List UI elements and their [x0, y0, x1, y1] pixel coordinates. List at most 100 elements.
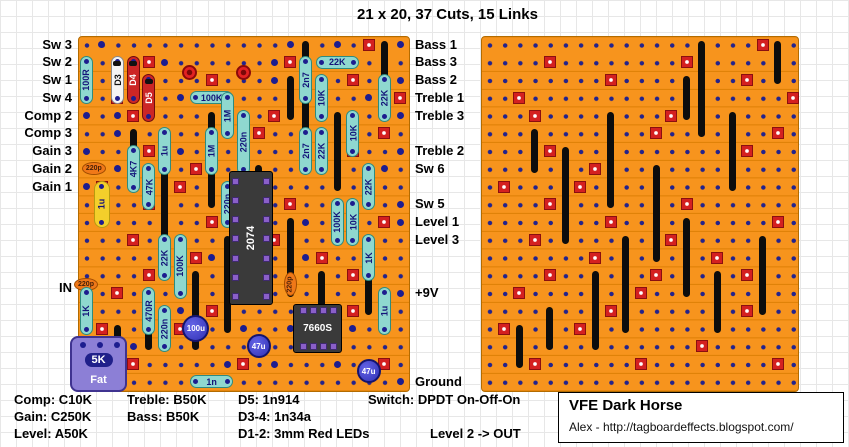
- track-cut: [142, 145, 155, 157]
- solder-pad: [396, 218, 404, 226]
- ic-pin: [329, 343, 337, 351]
- link-wire: [286, 76, 294, 120]
- diode-band: [144, 79, 153, 84]
- link-wire: [591, 271, 599, 351]
- track-cut: [127, 233, 140, 246]
- track-cut: [771, 127, 784, 140]
- component-label: 4K7: [128, 160, 139, 178]
- resistor-100K: 100K: [173, 233, 187, 299]
- track-cut: [574, 322, 587, 335]
- track-cut: [284, 198, 297, 211]
- solder-pad: [286, 41, 294, 48]
- ic-pin: [320, 306, 327, 314]
- component-label: D5: [143, 91, 154, 104]
- link-wire: [561, 147, 569, 244]
- ic-pin: [310, 306, 318, 314]
- legend-col1-line-2: Level: A50K: [14, 426, 88, 441]
- solder-pad: [396, 378, 404, 386]
- component-label: 22K: [328, 57, 346, 68]
- link-wire: [192, 271, 200, 351]
- link-wire: [380, 40, 388, 84]
- ic-pin: [300, 343, 308, 351]
- component-label: 10K: [347, 124, 358, 142]
- link-wire: [728, 111, 736, 191]
- component-label: 220p: [286, 276, 294, 293]
- link-wire: [683, 76, 691, 120]
- ic-pin: [231, 235, 239, 243]
- legend-col1-line-0: Comp: C10K: [14, 392, 93, 407]
- ic-pin: [231, 274, 239, 282]
- pot-lug: [80, 342, 86, 348]
- electrolytic-100u: 100u: [182, 315, 210, 342]
- component-label: 2n7: [300, 72, 311, 88]
- component-label: 22K: [316, 142, 327, 160]
- track-cut: [394, 91, 406, 104]
- row-label-gain-1: Gain 1: [32, 178, 72, 194]
- track-cut: [787, 91, 799, 104]
- track-cut: [284, 56, 297, 69]
- credit-box: VFE Dark Horse Alex - http://tagboardeff…: [558, 392, 844, 443]
- link-wire: [607, 111, 615, 209]
- component-label: 220n: [159, 318, 170, 339]
- track-cut: [604, 304, 617, 317]
- track-cut: [650, 127, 663, 140]
- solder-pad: [113, 129, 121, 137]
- diode-D3: D3: [110, 56, 124, 104]
- link-wire: [515, 324, 523, 368]
- solder-pad: [223, 360, 231, 368]
- track-cut: [741, 74, 754, 86]
- resistor-22K: 22K: [377, 74, 391, 122]
- resistor-22K: 22K: [315, 127, 328, 175]
- capacitor-2n7: 2n7: [299, 56, 313, 104]
- capacitor-220p: 220p: [81, 162, 106, 176]
- ic-2074: 2074: [228, 170, 273, 306]
- component-label: 220p: [78, 280, 94, 288]
- component-label: 220n: [238, 131, 249, 153]
- solder-pad: [208, 254, 216, 261]
- track-cut: [528, 109, 541, 122]
- component-label: 220p: [85, 165, 102, 173]
- track-cut: [528, 358, 541, 370]
- ic-7660S: 7660S: [293, 303, 342, 354]
- track-cut: [604, 74, 617, 86]
- track-cut: [498, 180, 511, 193]
- solder-pad: [396, 147, 404, 155]
- track-cut: [771, 216, 784, 228]
- legend-col4-line-0: Switch: DPDT On-Off-On: [368, 392, 521, 407]
- legend-col2-line-0: Treble: B50K: [127, 392, 207, 407]
- track-cut: [543, 198, 556, 211]
- track-cut: [498, 322, 511, 335]
- diode-D5: D5: [142, 74, 156, 122]
- solder-pad: [176, 307, 184, 315]
- track-cut: [362, 38, 375, 51]
- track-cut: [741, 269, 754, 282]
- track-cut: [142, 269, 155, 282]
- track-cut: [513, 287, 526, 299]
- electrolytic-47u: 47u: [246, 334, 271, 359]
- component-label: 10K: [316, 89, 327, 107]
- row-label-bass-1: Bass 1: [415, 36, 457, 52]
- component-label: 22K: [159, 249, 170, 266]
- track-cut: [127, 358, 140, 370]
- pot-lug: [114, 342, 120, 348]
- diode-band: [113, 61, 122, 67]
- resistor-22K: 22K: [315, 55, 359, 69]
- track-cut: [543, 145, 556, 157]
- track-cut: [650, 269, 663, 282]
- solder-pad: [98, 41, 106, 48]
- track-cut: [665, 233, 678, 246]
- track-cut: [174, 180, 187, 193]
- track-cut: [756, 38, 769, 51]
- solder-pad: [270, 360, 278, 368]
- component-label: 1K: [81, 304, 92, 317]
- track-cut: [346, 74, 359, 86]
- link-wire: [759, 235, 767, 315]
- resistor-100K: 100K: [330, 198, 344, 246]
- track-cut: [189, 162, 202, 175]
- ic-pin: [262, 274, 270, 282]
- component-label: 100K: [332, 211, 343, 233]
- component-label: 470R: [143, 299, 154, 322]
- component-label: 1u: [379, 305, 390, 317]
- row-label-sw-5: Sw 5: [415, 196, 445, 212]
- row-label-in: IN: [59, 279, 72, 295]
